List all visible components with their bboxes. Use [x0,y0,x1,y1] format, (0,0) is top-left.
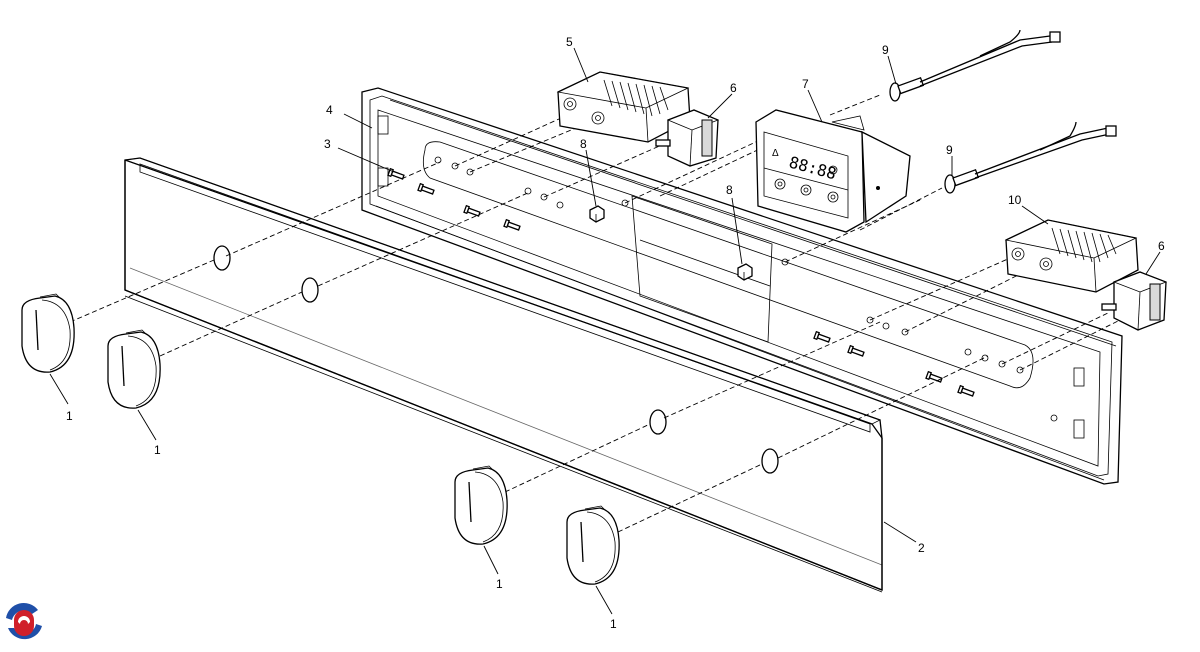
label-screw: 3 [324,137,331,151]
back-frame [361,87,1123,485]
label-back-frame: 4 [326,103,333,117]
screws [387,167,975,397]
clip-left [589,205,605,223]
assembly-lines [69,94,1121,533]
clip-right [737,263,753,281]
label-clip-left: 8 [580,137,587,151]
leader-lines [49,47,1161,615]
small-switch-top [655,109,720,167]
label-cable-top: 9 [882,43,889,57]
label-cable-bottom: 9 [946,143,953,157]
knob-left-2 [107,329,161,409]
knob-left-1 [21,293,75,373]
label-small-switch-right: 6 [1158,239,1165,253]
cable-top [889,29,1061,102]
label-switch-block-right: 10 [1008,193,1022,207]
front-panel [124,157,883,593]
knob-right-2 [566,505,620,585]
label-knob-right-1: 1 [496,577,503,591]
switch-block-top [556,71,691,143]
small-switch-right [1101,271,1168,331]
brand-logo-icon [3,601,45,643]
knob-right-1 [454,465,508,545]
timer-module: 88:88 Δ [755,109,911,233]
callout-labels: 1 1 1 1 2 3 4 5 6 6 7 8 8 9 9 10 [66,35,1165,631]
switch-block-right [1004,219,1139,293]
label-switch-block-top: 5 [566,35,573,49]
label-knob-left-2: 1 [154,443,161,457]
label-knob-right-2: 1 [610,617,617,631]
label-clip-right: 8 [726,183,733,197]
label-small-switch-top: 6 [730,81,737,95]
label-front-panel: 2 [918,541,925,555]
label-knob-left-1: 1 [66,409,73,423]
cable-bottom [944,121,1117,194]
label-timer-module: 7 [802,77,809,91]
svg-text:Δ: Δ [772,148,779,159]
